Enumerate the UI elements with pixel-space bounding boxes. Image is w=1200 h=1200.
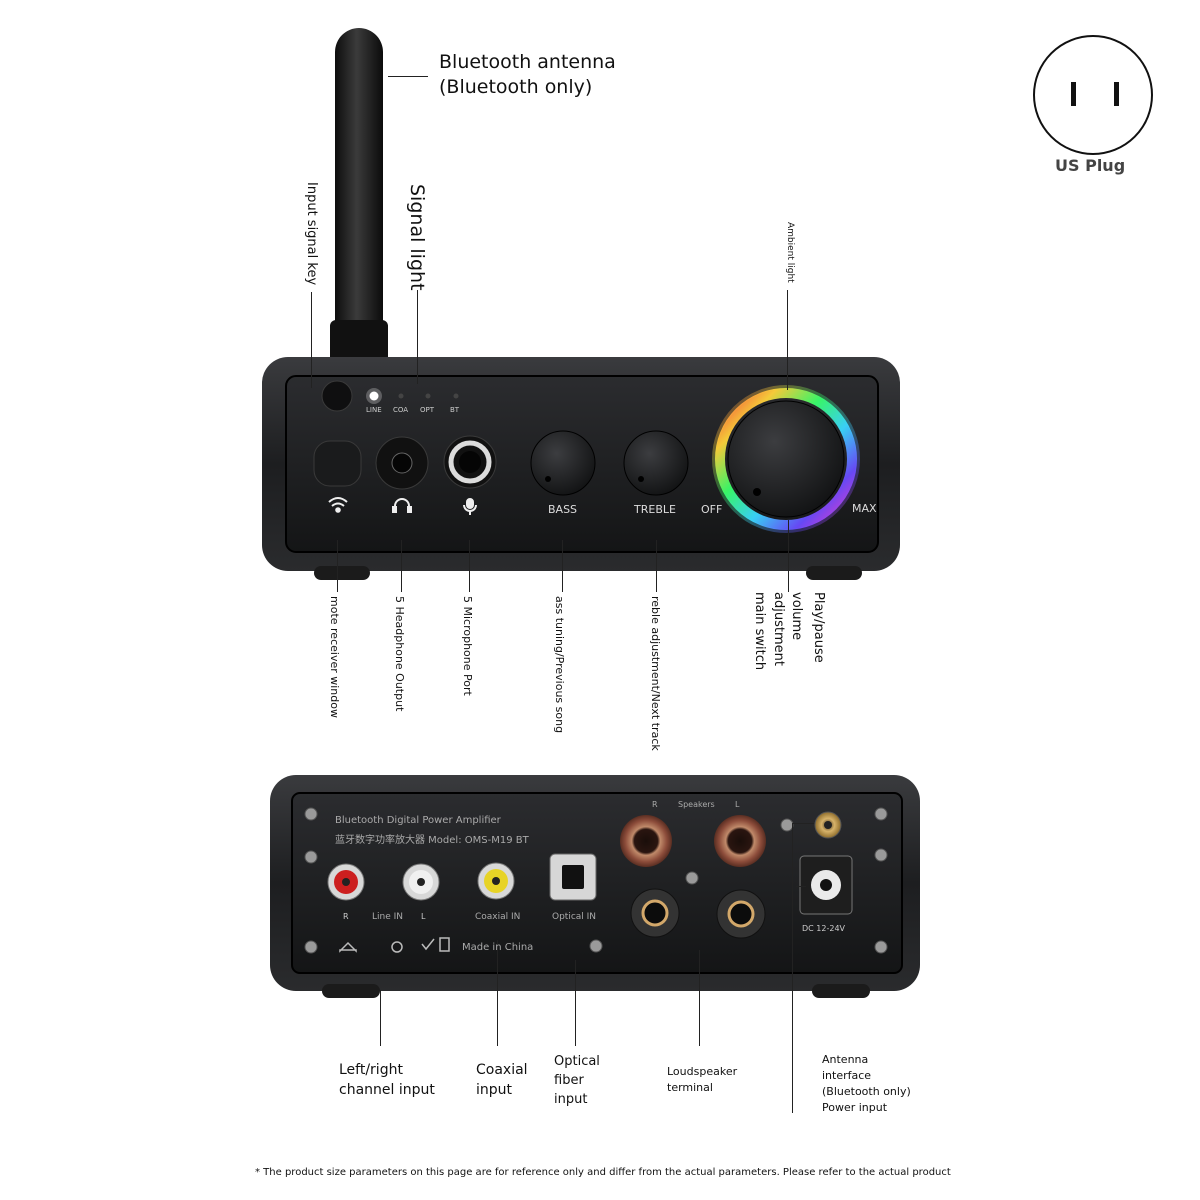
lr-callout-line (380, 990, 381, 1046)
coaxial-in-label: Coaxial IN (475, 912, 521, 922)
optical-line1: Optical (554, 1054, 600, 1069)
dc-label: DC 12-24V (802, 924, 846, 933)
volume-line2: volume (789, 592, 804, 641)
headphone-callout-line (401, 540, 402, 592)
footnote: * The product size parameters on this pa… (255, 1167, 951, 1178)
max-panel-label: MAX (852, 502, 877, 515)
antenna-interface-callout-v (792, 823, 793, 1113)
volume-line3: adjustment (771, 592, 786, 666)
optical-fiber-label: Optical fiber input (554, 1052, 600, 1109)
line-in-label: Line IN (372, 912, 404, 922)
input-signal-key-label: Input signal key (304, 182, 319, 286)
input-key-callout-line (311, 292, 312, 388)
bass-tuning-label: ass tuning/Previous song (553, 596, 566, 734)
headphone-output-label: 5 Headphone Output (393, 596, 406, 712)
microphone-icon (463, 498, 477, 515)
power-callout-h (796, 886, 806, 887)
loudspeaker-terminal-label: Loudspeaker terminal (667, 1064, 737, 1096)
bass-panel-label: BASS (548, 503, 578, 516)
coax-callout-line (497, 940, 498, 1046)
bass-callout-line (562, 540, 563, 592)
signal-light-callout-line (417, 290, 418, 384)
speaker-callout-line (699, 950, 700, 1046)
remote-receiver-label: mote receiver window (328, 596, 341, 718)
us-plug-graphic (1033, 35, 1153, 155)
speakers-l-label: L (735, 800, 740, 809)
made-in-label: Made in China (462, 942, 534, 953)
antenna-label: Bluetooth antenna (Bluetooth only) (439, 50, 616, 100)
speaker-line2: terminal (667, 1081, 713, 1094)
coax-line1: Coaxial (476, 1062, 528, 1078)
antenna-label-line1: Bluetooth antenna (439, 51, 616, 73)
optical-line3: input (554, 1092, 588, 1107)
lr-line1: Left/right (339, 1062, 403, 1078)
bluetooth-antenna (330, 28, 388, 378)
rca-r-mark: R (343, 912, 349, 921)
signal-light-label: Signal light (406, 184, 428, 291)
speakers-label: Speakers (678, 800, 715, 809)
rear-title-en: Bluetooth Digital Power Amplifier (335, 815, 501, 826)
speaker-line1: Loudspeaker (667, 1065, 738, 1078)
led-label-bt: BT (450, 406, 460, 414)
treble-panel-label: TREBLE (634, 503, 676, 516)
front-device (262, 357, 900, 580)
optical-in-label: Optical IN (552, 912, 597, 922)
antenna-interface-label: Antenna interface (Bluetooth only) Power… (822, 1052, 911, 1116)
led-label-line: LINE (366, 406, 382, 414)
led-label-opt: OPT (420, 406, 435, 414)
rear-title-cn: 蓝牙数字功率放大器 Model: OMS-M19 BT (335, 835, 529, 846)
coaxial-input-label: Coaxial input (476, 1060, 528, 1100)
volume-callout-line (788, 520, 789, 592)
optical-line2: fiber (554, 1073, 584, 1088)
us-plug-label: US Plug (1055, 156, 1126, 175)
led-label-coa: COA (393, 406, 409, 414)
lr-line2: channel input (339, 1082, 435, 1098)
treble-callout-line (656, 540, 657, 592)
treble-adjust-label: reble adjustment/Next track (649, 596, 662, 751)
rear-device (270, 775, 920, 998)
plug-prong-left-icon (1071, 82, 1076, 106)
antenna-label-line2: (Bluetooth only) (439, 76, 593, 98)
antenna-if-line1: Antenna (822, 1053, 869, 1066)
antenna-callout-line (388, 76, 428, 77)
remote-callout-line (337, 540, 338, 592)
headphone-icon (392, 498, 412, 513)
optical-callout-line (575, 960, 576, 1046)
antenna-if-line2: interface (822, 1069, 872, 1082)
volume-line1: Play/pause (811, 592, 826, 663)
off-panel-label: OFF (701, 503, 723, 516)
microphone-port-label: 5 Microphone Port (461, 596, 474, 696)
ambient-light-callout-line (787, 290, 788, 390)
wifi-icon (328, 497, 348, 513)
coax-line2: input (476, 1082, 513, 1098)
ambient-light-label: Ambient light (785, 222, 795, 283)
volume-line4: main switch (752, 592, 767, 671)
speakers-r-label: R (652, 800, 658, 809)
lr-channel-label: Left/right channel input (339, 1060, 435, 1100)
antenna-if-line3: (Bluetooth only) (822, 1085, 911, 1098)
rca-l-mark: L (421, 912, 426, 921)
antenna-interface-callout-h (792, 823, 814, 824)
mic-callout-line (469, 540, 470, 592)
plug-prong-right-icon (1114, 82, 1119, 106)
power-input-label: Power input (822, 1101, 888, 1114)
